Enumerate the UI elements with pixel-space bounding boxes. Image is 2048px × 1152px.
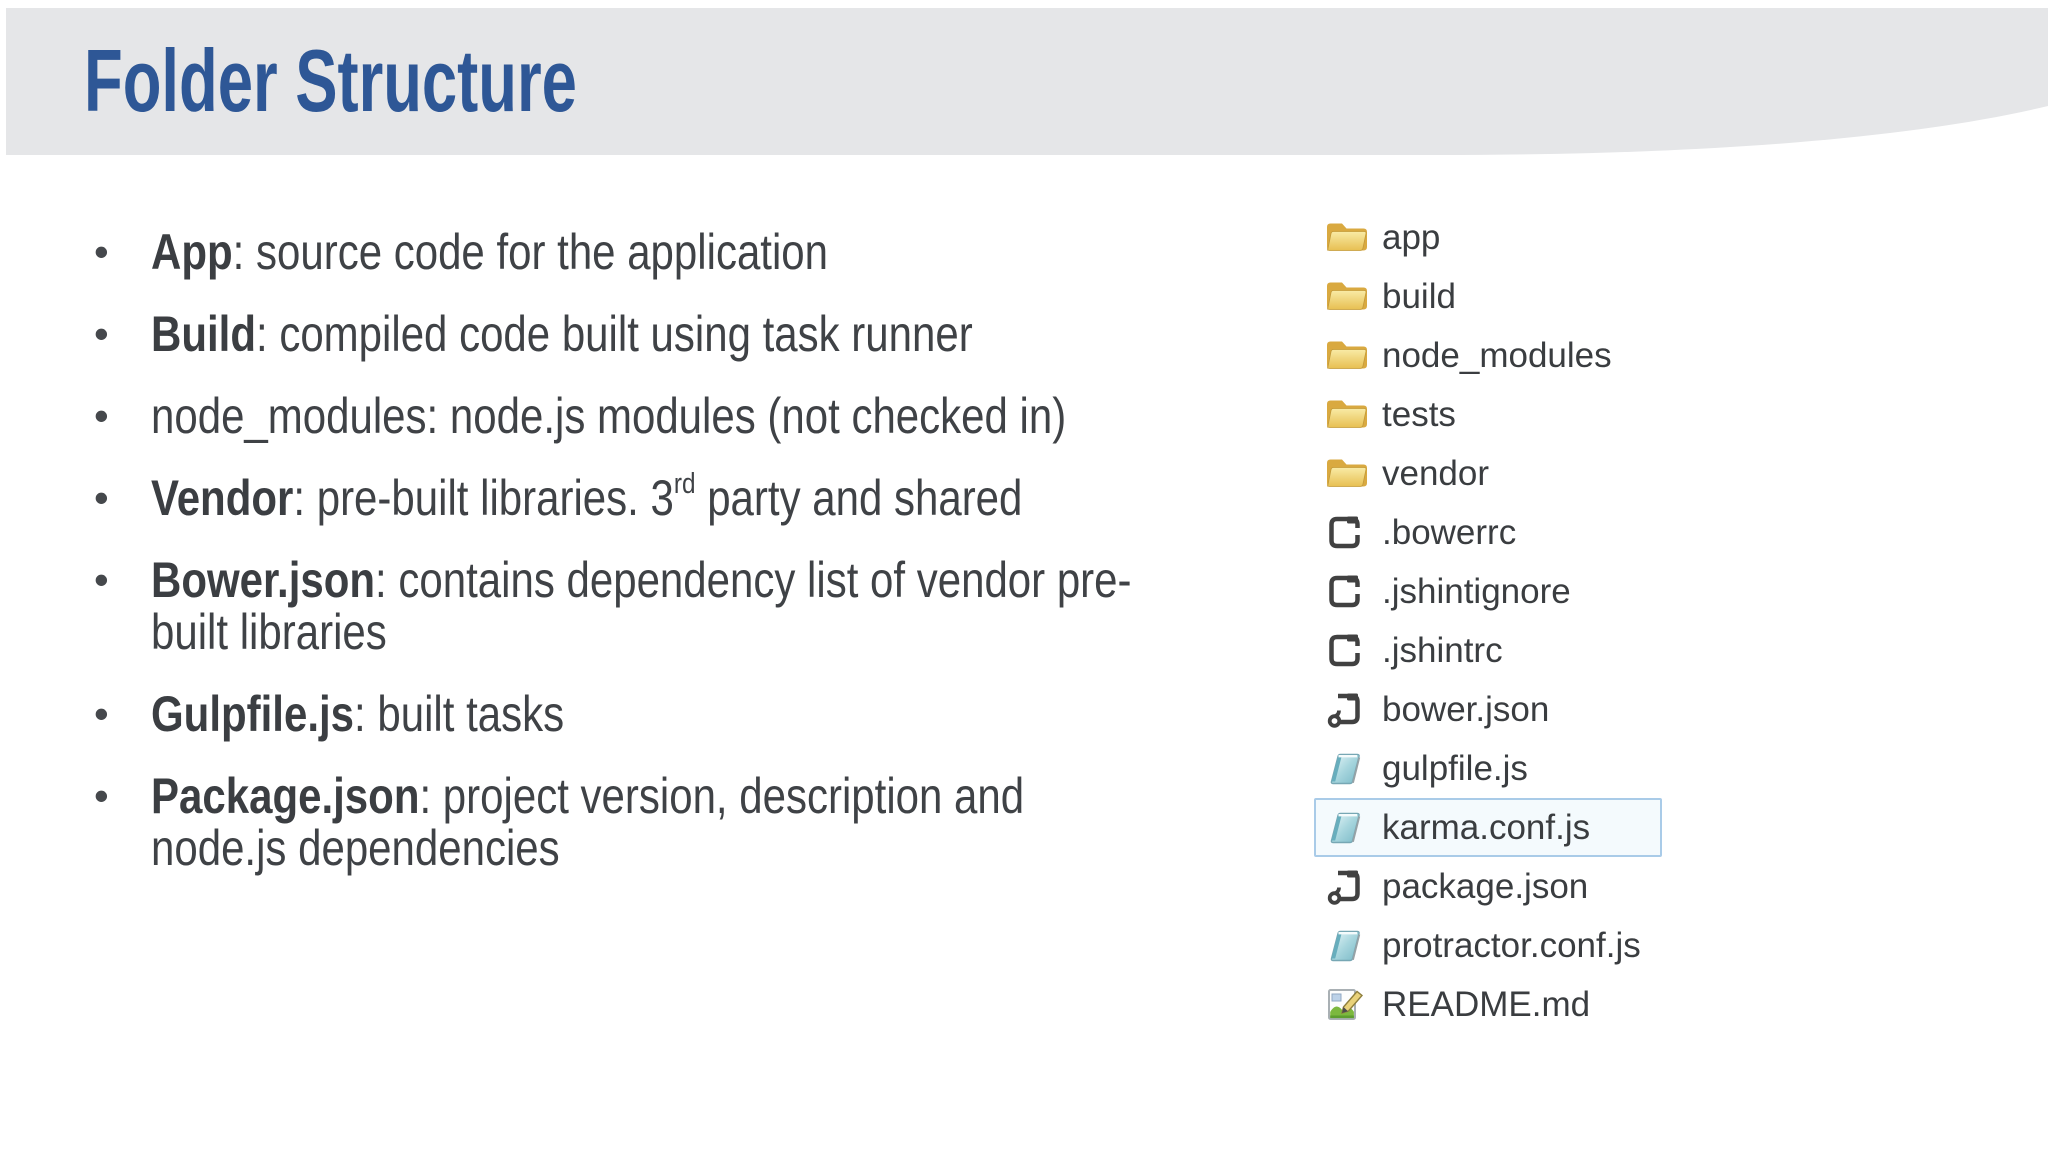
header-band xyxy=(6,8,2048,155)
bullet-text: : pre-built libraries. 3 xyxy=(293,470,674,526)
bullet-text: : project version, description and node.… xyxy=(151,768,1025,876)
file-row-tests[interactable]: tests xyxy=(1314,385,1662,444)
script-file-icon xyxy=(1324,571,1368,613)
file-row-node-modules[interactable]: node_modules xyxy=(1314,326,1662,385)
file-label: gulpfile.js xyxy=(1382,748,1528,788)
bullet-item-vendor: Vendor: pre-built libraries. 3rd party a… xyxy=(94,470,1374,526)
file-label: tests xyxy=(1382,394,1456,434)
file-row-app[interactable]: app xyxy=(1314,208,1662,267)
bullet-term: App xyxy=(151,224,233,280)
bullet-item-bower-json: Bower.json: contains dependency list of … xyxy=(94,554,1374,658)
bullet-item-node-modules: node_modules: node.js modules (not check… xyxy=(94,390,1374,442)
file-row-build[interactable]: build xyxy=(1314,267,1662,326)
file-label: README.md xyxy=(1382,984,1591,1024)
file-label: protractor.conf.js xyxy=(1382,925,1641,965)
readme-icon xyxy=(1328,988,1363,1020)
page-title: Folder Structure xyxy=(84,31,577,130)
file-label: node_modules xyxy=(1382,335,1612,375)
file-label: .jshintignore xyxy=(1382,571,1571,611)
file-row-vendor[interactable]: vendor xyxy=(1314,444,1662,503)
bullet-text: : compiled code built using task runner xyxy=(255,306,973,362)
file-row-bower-json[interactable]: bower.json xyxy=(1314,680,1662,739)
file-row-jshintrc[interactable]: .jshintrc xyxy=(1314,621,1662,680)
folder-icon xyxy=(1326,340,1368,369)
json-script-icon xyxy=(1324,689,1368,731)
bullet-item-gulpfile: Gulpfile.js: built tasks xyxy=(94,688,1374,740)
file-label: .jshintrc xyxy=(1382,630,1503,670)
bullet-item-package-json: Package.json: project version, descripti… xyxy=(94,770,1374,874)
bullet-text: party and shared xyxy=(695,470,1023,526)
bullet-text: : built tasks xyxy=(354,686,565,742)
bullet-term: Build xyxy=(151,306,256,362)
file-label: package.json xyxy=(1382,866,1589,906)
script-file-icon xyxy=(1324,512,1368,554)
bullet-text: node_modules: node.js modules (not check… xyxy=(151,388,1067,444)
bullet-text: : contains dependency list of vendor pre… xyxy=(151,552,1132,660)
json-script-icon xyxy=(1324,866,1368,908)
file-label: bower.json xyxy=(1382,689,1550,729)
bullet-text: : source code for the application xyxy=(232,224,829,280)
file-row-package-json[interactable]: package.json xyxy=(1314,857,1662,916)
bullet-item-app: App: source code for the application xyxy=(94,226,1374,278)
bullet-term: Package.json xyxy=(151,768,420,824)
bullet-term: Bower.json xyxy=(151,552,376,608)
bullet-superscript: rd xyxy=(673,468,696,501)
js-file-icon xyxy=(1330,929,1361,962)
folder-icon xyxy=(1326,222,1368,251)
file-row-protractor-conf[interactable]: protractor.conf.js xyxy=(1314,916,1662,975)
js-file-icon xyxy=(1330,811,1361,844)
bullet-item-build: Build: compiled code built using task ru… xyxy=(94,308,1374,360)
bullet-term: Gulpfile.js xyxy=(151,686,355,742)
file-label: app xyxy=(1382,217,1441,257)
file-label: vendor xyxy=(1382,453,1490,493)
folder-icon xyxy=(1326,281,1368,310)
file-row-bowerrc[interactable]: .bowerrc xyxy=(1314,503,1662,562)
script-file-icon xyxy=(1324,630,1368,672)
bullet-term: Vendor xyxy=(151,470,294,526)
file-list: app build node_modules tests vendor .bow… xyxy=(1314,208,1662,1034)
file-row-jshintignore[interactable]: .jshintignore xyxy=(1314,562,1662,621)
folder-icon xyxy=(1326,399,1368,428)
file-row-karma-conf-selected[interactable]: karma.conf.js xyxy=(1314,798,1662,857)
folder-icon xyxy=(1326,458,1368,487)
file-label: .bowerrc xyxy=(1382,512,1517,552)
file-label: build xyxy=(1382,276,1456,316)
file-label: karma.conf.js xyxy=(1382,807,1591,847)
file-row-readme[interactable]: README.md xyxy=(1314,975,1662,1034)
file-row-gulpfile[interactable]: gulpfile.js xyxy=(1314,739,1662,798)
bullet-list: App: source code for the application Bui… xyxy=(94,226,1374,904)
js-file-icon xyxy=(1330,752,1361,785)
